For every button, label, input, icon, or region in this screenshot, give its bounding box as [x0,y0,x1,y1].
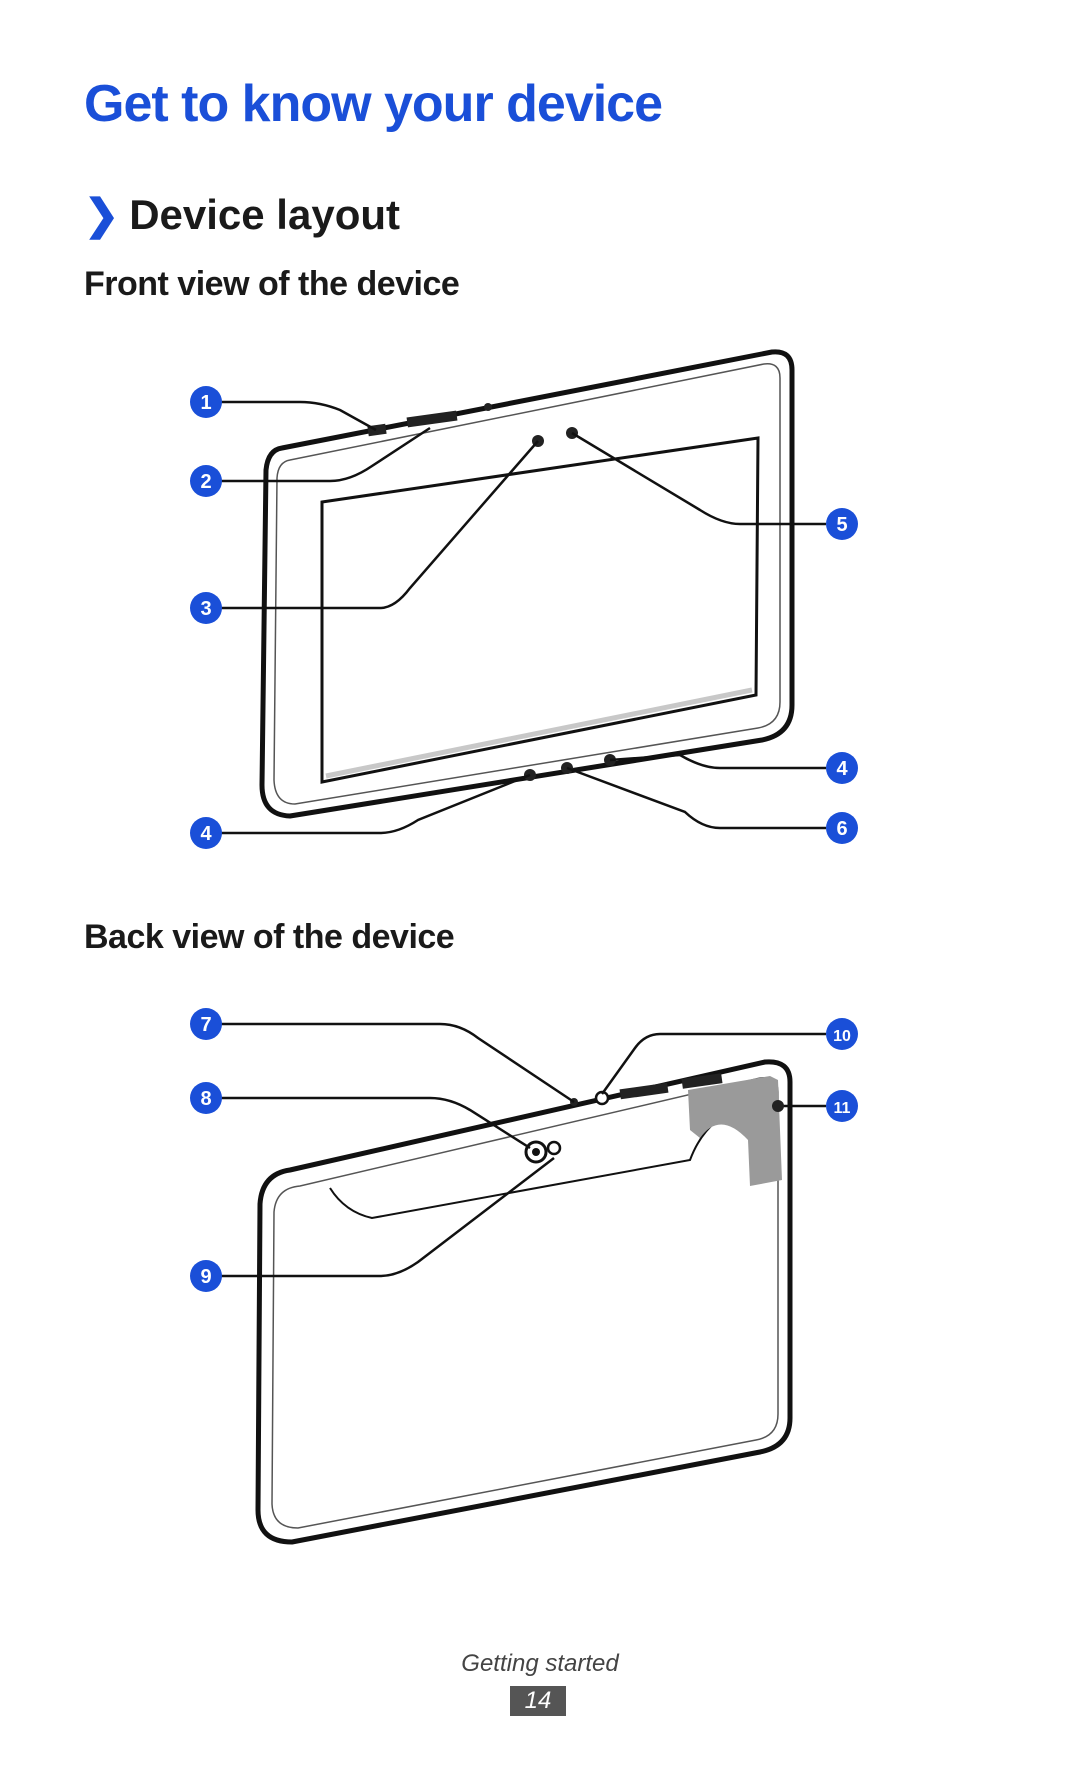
callout-4-left: 4 [190,817,222,849]
front-view-figure: 1 2 3 4 4 5 6 [0,330,1080,890]
callout-3: 3 [190,592,222,624]
rear-flash-shape [546,1140,562,1156]
front-leader-lines [220,400,826,835]
back-leader-lines [220,1022,826,1278]
chevron-right-icon: ❯ [84,191,120,238]
back-volume-shape [619,1082,669,1100]
callout-5: 5 [826,508,858,540]
back-view-heading: Back view of the device [84,918,455,956]
back-device-illustration: 7 8 9 10 11 [190,1008,858,1545]
svg-text:9: 9 [200,1266,211,1288]
svg-text:8: 8 [200,1088,211,1110]
volume-button-shape [406,410,458,428]
back-tablet-body [255,1059,793,1545]
front-view-heading: Front view of the device [84,265,460,303]
svg-text:3: 3 [200,598,211,620]
callout-9: 9 [190,1260,222,1292]
svg-text:4: 4 [200,823,212,845]
callout-10: 10 [826,1018,858,1050]
svg-text:7: 7 [200,1014,211,1036]
back-view-figure: 7 8 9 10 11 [0,990,1080,1570]
callout-8: 8 [190,1082,222,1114]
callout-4-right: 4 [826,752,858,784]
svg-text:6: 6 [836,818,847,840]
svg-text:2: 2 [200,471,211,493]
back-highlight-area [688,1076,782,1186]
top-port-shape [484,403,492,411]
page-number: 14 [510,1686,566,1716]
section-heading: ❯Device layout [84,190,400,239]
section-heading-text: Device layout [129,191,400,238]
footer-section-label: Getting started [461,1650,619,1677]
rear-camera-lens [532,1148,540,1156]
page-title: Get to know your device [84,75,663,133]
callout-1: 1 [190,386,222,418]
svg-text:1: 1 [200,392,211,414]
callout-2: 2 [190,465,222,497]
front-screen [320,436,760,784]
svg-text:11: 11 [834,1100,851,1117]
callout-6: 6 [826,812,858,844]
front-device-illustration: 1 2 3 4 4 5 6 [190,349,858,849]
screen-edge-highlight [325,687,753,779]
svg-text:5: 5 [836,514,847,536]
svg-text:10: 10 [833,1028,851,1045]
back-pointer-dot [772,1100,784,1112]
back-power-shape [681,1073,723,1089]
callout-11: 11 [826,1090,858,1122]
svg-text:4: 4 [836,758,848,780]
front-tablet-bezel [273,363,781,805]
callout-7: 7 [190,1008,222,1040]
